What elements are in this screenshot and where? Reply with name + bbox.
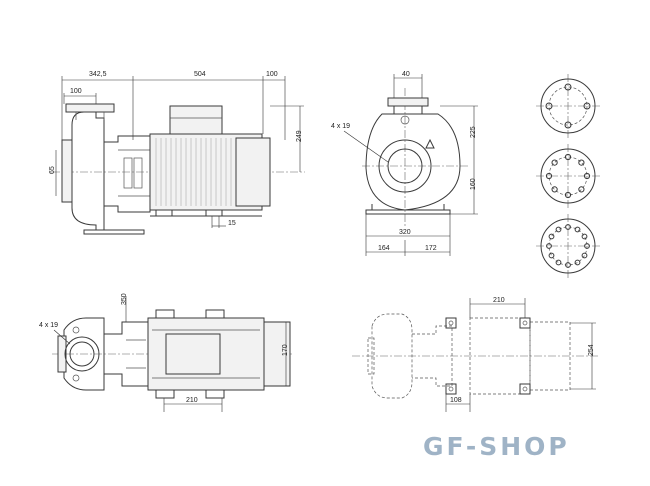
front-view: 40 4 x 19 225 160 320 164 172 xyxy=(331,71,478,256)
flange-8-hole xyxy=(536,144,600,208)
side-dim-100-flange: 100 xyxy=(70,88,82,95)
gf-shop-logo: GF-SHOP xyxy=(423,432,570,461)
flange-12-hole xyxy=(536,214,600,278)
front-dim-225: 225 xyxy=(470,126,477,138)
plan-dim-108: 108 xyxy=(450,397,462,404)
side-dim-249: 249 xyxy=(296,130,303,142)
plan-dim-254: 254 xyxy=(588,344,595,356)
plan-dim-210: 210 xyxy=(493,297,505,304)
top-dim-350: 350 xyxy=(121,293,128,305)
side-dim-504: 504 xyxy=(194,71,206,78)
side-dim-15: 15 xyxy=(228,220,236,227)
top-dim-170: 170 xyxy=(282,344,289,356)
front-dim-40: 40 xyxy=(402,71,410,78)
plan-view: 210 254 108 xyxy=(352,297,598,412)
side-dim-65: 65 xyxy=(49,166,56,174)
side-view: 342,5 504 100 100 249 65 15 xyxy=(49,71,305,235)
front-dim-172: 172 xyxy=(425,245,437,252)
front-dim-164: 164 xyxy=(378,245,390,252)
flange-details xyxy=(536,74,600,278)
front-dim-320: 320 xyxy=(399,229,411,236)
side-dim-100-top: 100 xyxy=(266,71,278,78)
top-holes: 4 x 19 xyxy=(39,322,58,329)
front-dim-160: 160 xyxy=(470,178,477,190)
flange-4-hole xyxy=(536,74,600,138)
front-holes: 4 x 19 xyxy=(331,123,350,130)
side-dim-342-5: 342,5 xyxy=(89,71,107,78)
top-dim-210: 210 xyxy=(186,397,198,404)
top-view: 4 x 19 350 170 210 xyxy=(39,293,292,412)
